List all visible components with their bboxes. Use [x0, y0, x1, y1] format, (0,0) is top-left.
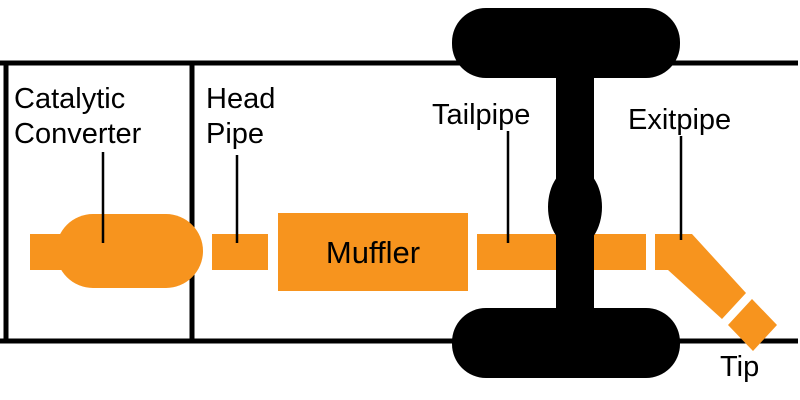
- tip-label: Tip: [720, 351, 759, 383]
- catalytic-converter: [56, 214, 203, 288]
- muffler-label: Muffler: [326, 235, 420, 270]
- exitpipe: [655, 234, 746, 319]
- head-pipe-label-line2: Pipe: [206, 118, 264, 150]
- bottom-wheel: [452, 308, 680, 378]
- head-pipe: [212, 234, 268, 270]
- tailpipe-label: Tailpipe: [432, 99, 530, 131]
- tip-pipe: [728, 299, 777, 351]
- catalytic-converter-label-line2: Converter: [14, 118, 142, 150]
- exitpipe-label: Exitpipe: [628, 104, 731, 136]
- head-pipe-label-line1: Head: [206, 83, 275, 115]
- top-wheel: [452, 8, 680, 78]
- differential: [548, 167, 602, 247]
- muffler: [278, 213, 468, 291]
- catalytic-converter-label-line1: Catalytic: [14, 83, 125, 115]
